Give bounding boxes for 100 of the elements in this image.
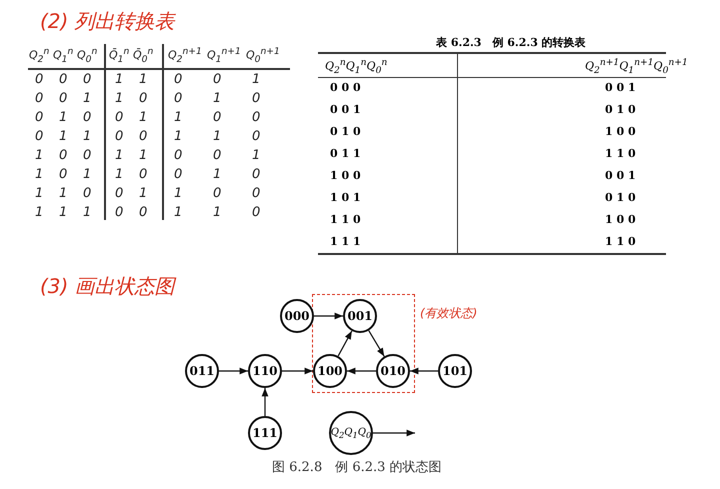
table-value: 1	[35, 205, 44, 220]
table-value: 1 0 0	[605, 125, 636, 138]
table-value: 0	[252, 186, 260, 201]
state-circle: 011	[185, 354, 219, 388]
table-value: 1	[83, 167, 92, 182]
arrow	[368, 330, 385, 357]
table-value: 0	[139, 205, 148, 220]
table-value: 0	[213, 148, 222, 163]
table-value: 0	[115, 129, 124, 144]
table-value: 1 0 1	[330, 191, 361, 204]
table-value: 1	[35, 167, 44, 182]
table-value: 1	[252, 72, 260, 87]
table-value: 1	[115, 148, 124, 163]
table-value: 0	[83, 186, 92, 201]
arrow	[373, 430, 415, 436]
table-value: 1 1 0	[605, 235, 636, 248]
table-value: 0 0 0	[330, 81, 361, 94]
table-value: 0	[174, 72, 182, 87]
table-value: 0 1 0	[330, 125, 361, 138]
table-value: 1	[115, 91, 124, 106]
table-value: 1	[59, 110, 68, 125]
table-value: 0 1 0	[605, 103, 636, 116]
arrow	[262, 388, 268, 416]
table-value: 1 1 1	[330, 235, 361, 248]
table-value: 1 0 0	[605, 213, 636, 226]
table-value: 0	[139, 129, 148, 144]
table-value: 0	[83, 110, 92, 125]
table-value: 0	[174, 167, 182, 182]
table-value: 1 1 0	[330, 213, 361, 226]
table-value: 0	[252, 91, 260, 106]
state-circle: 101	[438, 354, 472, 388]
table-value: 0	[35, 129, 44, 144]
table-value: 1	[139, 148, 148, 163]
table-value: 0	[115, 110, 124, 125]
table-value: 0	[35, 91, 44, 106]
arrow	[338, 330, 352, 356]
table-value: 1	[252, 148, 260, 163]
table-value: 0	[139, 91, 148, 106]
table-value: 0	[252, 129, 260, 144]
table-value: 0	[59, 148, 68, 163]
table-value: 1	[213, 167, 222, 182]
table-title: 表 6.2.3 例 6.2.3 的转换表	[436, 35, 586, 50]
table-value: 0	[213, 110, 222, 125]
table-value: 1	[83, 91, 92, 106]
table-value: 0	[115, 186, 124, 201]
table-value: 1	[83, 205, 92, 220]
table-value: 0	[59, 72, 68, 87]
table-value: 1 1 0	[605, 147, 636, 160]
table-value: 1	[139, 186, 148, 201]
table-value: 0	[252, 110, 260, 125]
table-value: 0	[213, 72, 222, 87]
table-value: 1	[213, 205, 222, 220]
table-value: 0	[252, 167, 260, 182]
state-circle: 111	[248, 416, 282, 450]
table-value: 1	[83, 129, 92, 144]
table-value: 1	[174, 205, 182, 220]
table-value: 0	[139, 167, 148, 182]
table-value: 1	[213, 129, 222, 144]
state-circle: 000	[280, 299, 314, 333]
table-value: 0	[174, 91, 182, 106]
table-value: 1	[139, 110, 148, 125]
table-value: 0	[35, 72, 44, 87]
handwritten-heading: (2) 列出转换表	[40, 8, 175, 35]
state-circle: Q$_{2}$Q$_{1}$Q$_{0}$	[329, 411, 373, 455]
table-value: 1	[35, 148, 44, 163]
table-value: 1	[174, 110, 182, 125]
state-circle: 001	[343, 299, 377, 333]
table-value: 0	[83, 72, 92, 87]
table-value: 0	[59, 91, 68, 106]
state-circle: 010	[376, 354, 410, 388]
table-value: 0	[252, 205, 260, 220]
table-value: 1	[174, 129, 182, 144]
table-value: 0 0 1	[330, 103, 361, 116]
table-value: 0 1 0	[605, 191, 636, 204]
state-circle: 110	[248, 354, 282, 388]
table-value: 0	[35, 110, 44, 125]
handwritten-heading: (3) 画出状态图	[40, 273, 175, 300]
table-value: 1	[174, 186, 182, 201]
table-value: 1	[139, 72, 148, 87]
table-value: 0 0 1	[605, 81, 636, 94]
state-circle: 100	[313, 354, 347, 388]
arrow	[410, 368, 438, 374]
annotation: (有效状态)	[420, 305, 478, 322]
table-value: 1 0 0	[330, 169, 361, 182]
table-value: 0	[213, 186, 222, 201]
figure-caption: 图 6.2.8 例 6.2.3 的状态图	[272, 459, 442, 476]
table-value: 1	[115, 167, 124, 182]
table-value: 1	[35, 186, 44, 201]
arrow	[219, 368, 248, 374]
arrow	[282, 368, 313, 374]
arrow	[314, 312, 343, 320]
table-value: 0	[83, 148, 92, 163]
arrow	[347, 368, 376, 374]
table-value: 0	[115, 205, 124, 220]
table-value: 1	[213, 91, 222, 106]
table-value: 1	[59, 205, 68, 220]
table-value: 0 0 1	[605, 169, 636, 182]
table-value: 1	[115, 72, 124, 87]
table-value: 1	[59, 129, 68, 144]
table-value: 0	[174, 148, 182, 163]
